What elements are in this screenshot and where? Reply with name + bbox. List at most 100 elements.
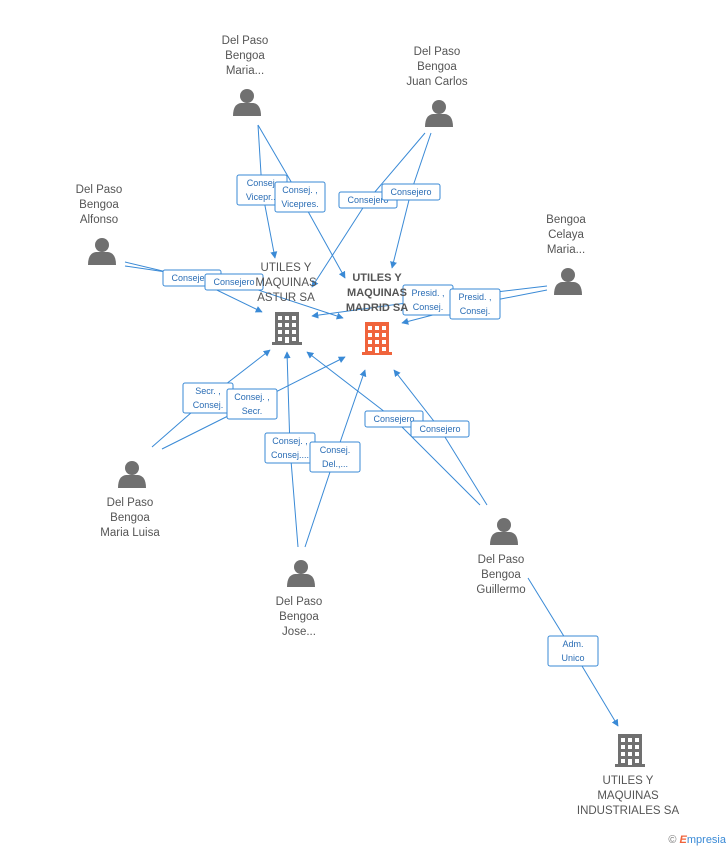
relation-label-text: Consej. bbox=[460, 306, 491, 316]
relation-label-text: Consej. , bbox=[272, 436, 308, 446]
node-label-line: UTILES Y bbox=[352, 272, 402, 284]
brand-name: mpresia bbox=[686, 834, 726, 846]
relation-label-box bbox=[226, 388, 278, 420]
relation-label-text: Consej. bbox=[320, 445, 351, 455]
node-label-line: Jose... bbox=[282, 626, 316, 638]
empresia-watermark: © Empresia bbox=[668, 834, 726, 846]
relation-label-text: Vicepres. bbox=[281, 199, 318, 209]
node-label-line: Del Paso bbox=[414, 46, 461, 58]
relation-label-text: Unico bbox=[561, 653, 584, 663]
node-label-line: UTILES Y bbox=[603, 775, 654, 787]
building-icon bbox=[362, 322, 392, 355]
node-label-line: ASTUR SA bbox=[257, 292, 315, 304]
node-p-celaya[interactable]: BengoaCelayaMaria... bbox=[546, 214, 586, 295]
relation-label-text: Consej. , bbox=[282, 185, 318, 195]
node-label-line: Del Paso bbox=[222, 35, 269, 47]
relation-label-6[interactable]: Presid. , Consej. bbox=[402, 284, 454, 316]
relation-label-text: Vicepr... bbox=[246, 192, 278, 202]
node-label-line: Juan Carlos bbox=[406, 76, 468, 88]
copyright-symbol: © bbox=[668, 834, 677, 846]
edge-p_juancarlos-c_astur bbox=[311, 132, 426, 288]
relation-label-box bbox=[364, 410, 424, 428]
node-label-line: MAQUINAS bbox=[255, 277, 317, 289]
node-label-line: Bengoa bbox=[225, 50, 265, 62]
relation-label-text: Consejero bbox=[347, 195, 388, 205]
node-p-maria[interactable]: Del PasoBengoaMaria... bbox=[222, 35, 269, 116]
relation-label-8[interactable]: Secr. , Consej. bbox=[182, 382, 234, 414]
relation-label-text: Consejero bbox=[419, 424, 460, 434]
node-label-line: Del Paso bbox=[107, 497, 154, 509]
relation-label-text: Consej. , bbox=[234, 392, 270, 402]
relation-label-text: Del.,... bbox=[322, 459, 348, 469]
relation-label-box bbox=[410, 420, 470, 438]
node-label-line: MAQUINAS bbox=[347, 287, 407, 299]
relation-label-text: Consej. bbox=[247, 178, 278, 188]
relation-label-box bbox=[274, 181, 326, 213]
person-icon bbox=[287, 560, 315, 587]
relation-label-9[interactable]: Consej. , Secr. bbox=[226, 388, 278, 420]
node-c-astur[interactable]: UTILES Y MAQUINAS ASTUR SA bbox=[255, 262, 317, 345]
node-label-line: MADRID SA bbox=[346, 302, 408, 314]
node-label-line: Bengoa bbox=[279, 611, 319, 623]
person-icon bbox=[425, 100, 453, 127]
node-label-line: Alfonso bbox=[80, 214, 118, 226]
node-label-line: Bengoa bbox=[417, 61, 457, 73]
node-label-line: Maria... bbox=[226, 65, 264, 77]
relation-label-10[interactable]: Consej. , Consej.... bbox=[264, 432, 316, 464]
person-icon bbox=[88, 238, 116, 265]
person-icon bbox=[118, 461, 146, 488]
relation-label-text: Consejero bbox=[171, 273, 212, 283]
relation-label-box bbox=[449, 288, 501, 320]
relation-label-text: Presid. , bbox=[458, 292, 491, 302]
relation-label-3[interactable]: Consejero bbox=[381, 183, 441, 201]
person-icon bbox=[490, 518, 518, 545]
node-c-industriales[interactable]: UTILES Y MAQUINAS INDUSTRIALES SA bbox=[577, 734, 680, 817]
node-label-line: Guillermo bbox=[476, 584, 525, 596]
node-label-line: INDUSTRIALES SA bbox=[577, 805, 680, 817]
node-label-line: Maria... bbox=[547, 244, 585, 256]
relation-label-5[interactable]: Consejero bbox=[204, 273, 264, 291]
node-label-line: Bengoa bbox=[481, 569, 521, 581]
relation-label-12[interactable]: Consejero bbox=[364, 410, 424, 428]
node-label-line: Del Paso bbox=[76, 184, 123, 196]
node-p-jose[interactable]: Del PasoBengoaJose... bbox=[276, 560, 323, 638]
relation-label-text: Consej.... bbox=[271, 450, 309, 460]
relation-label-14[interactable]: Adm. Unico bbox=[547, 635, 599, 667]
relation-label-text: Secr. , bbox=[195, 386, 221, 396]
relation-label-text: Presid. , bbox=[411, 288, 444, 298]
node-c-madrid[interactable]: UTILES Y MAQUINAS MADRID SA bbox=[346, 272, 408, 355]
person-icon bbox=[233, 89, 261, 116]
building-icon bbox=[615, 734, 645, 767]
node-label-line: UTILES Y bbox=[261, 262, 312, 274]
node-label-line: MAQUINAS bbox=[597, 790, 659, 802]
node-label-line: Bengoa bbox=[110, 512, 150, 524]
relation-label-11[interactable]: Consej. Del.,... bbox=[309, 441, 361, 473]
brand-e-letter: E bbox=[679, 834, 687, 846]
relation-label-1[interactable]: Consej. , Vicepres. bbox=[274, 181, 326, 213]
node-label-line: Bengoa bbox=[546, 214, 586, 226]
relation-label-text: Consejero bbox=[373, 414, 414, 424]
relation-label-7[interactable]: Presid. , Consej. bbox=[449, 288, 501, 320]
relation-label-text: Adm. bbox=[562, 639, 583, 649]
building-icon bbox=[272, 312, 302, 345]
node-label-line: Maria Luisa bbox=[100, 527, 160, 539]
relation-label-13[interactable]: Consejero bbox=[410, 420, 470, 438]
relation-label-box bbox=[204, 273, 264, 291]
relation-label-text: Consej. bbox=[193, 400, 224, 410]
relation-label-box bbox=[547, 635, 599, 667]
relation-label-text: Consej. bbox=[413, 302, 444, 312]
node-label-line: Celaya bbox=[548, 229, 584, 241]
relation-label-box bbox=[381, 183, 441, 201]
person-icon bbox=[554, 268, 582, 295]
node-label-line: Bengoa bbox=[79, 199, 119, 211]
relation-label-text: Consejero bbox=[390, 187, 431, 197]
relation-labels-layer: Consej.Vicepr...Consej. ,Vicepres.Consej… bbox=[162, 174, 599, 667]
relation-label-text: Secr. bbox=[242, 406, 263, 416]
relation-label-box bbox=[309, 441, 361, 473]
